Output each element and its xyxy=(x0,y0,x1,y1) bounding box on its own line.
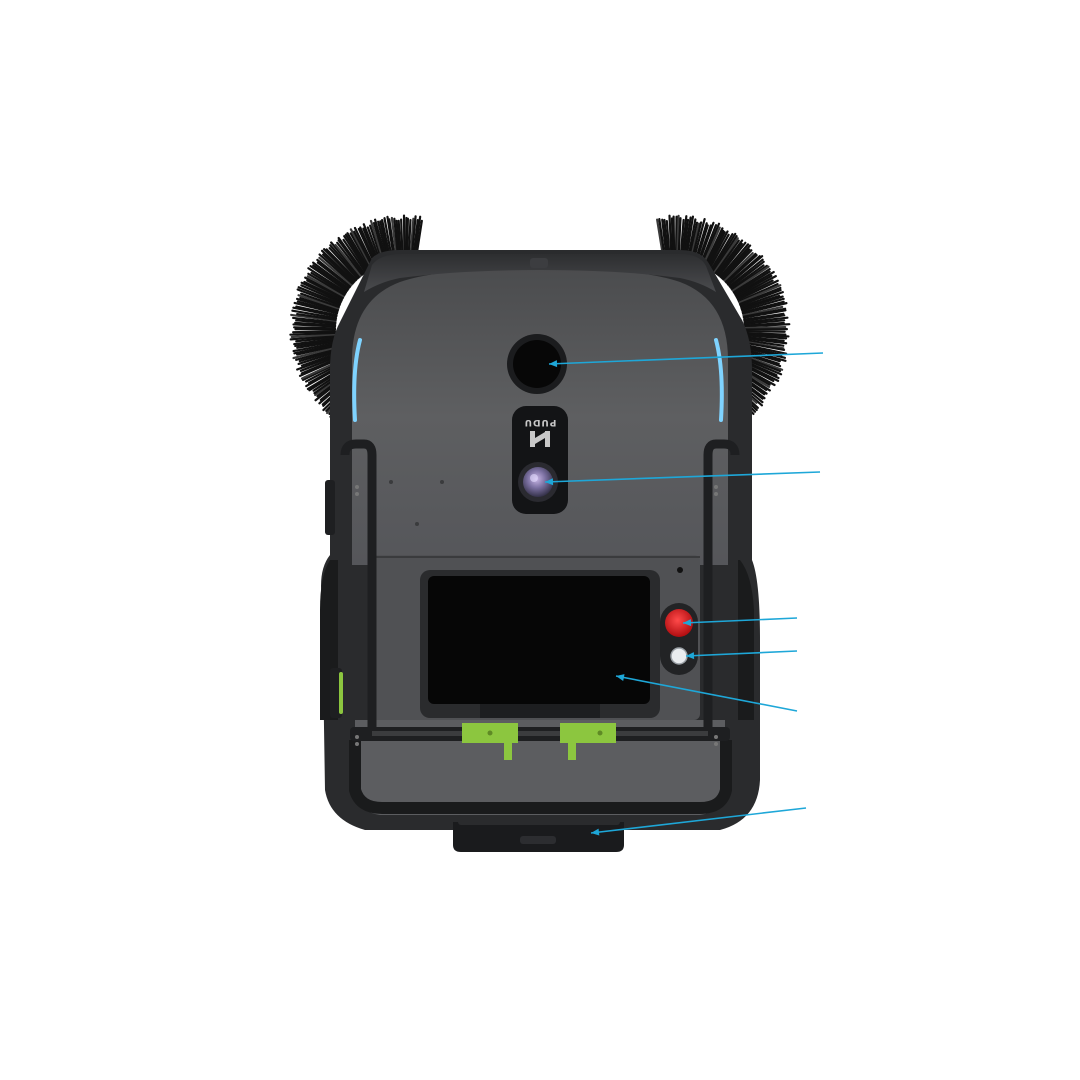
panel-hole xyxy=(677,567,683,573)
top-notch xyxy=(530,258,548,268)
brand-logo-text: PUDU xyxy=(524,417,557,427)
camera-module: PUDU xyxy=(512,406,568,514)
touch-screen[interactable] xyxy=(420,570,660,718)
power-button[interactable] xyxy=(671,648,687,664)
button-panel xyxy=(660,603,698,675)
left-green-indicator xyxy=(339,672,343,714)
